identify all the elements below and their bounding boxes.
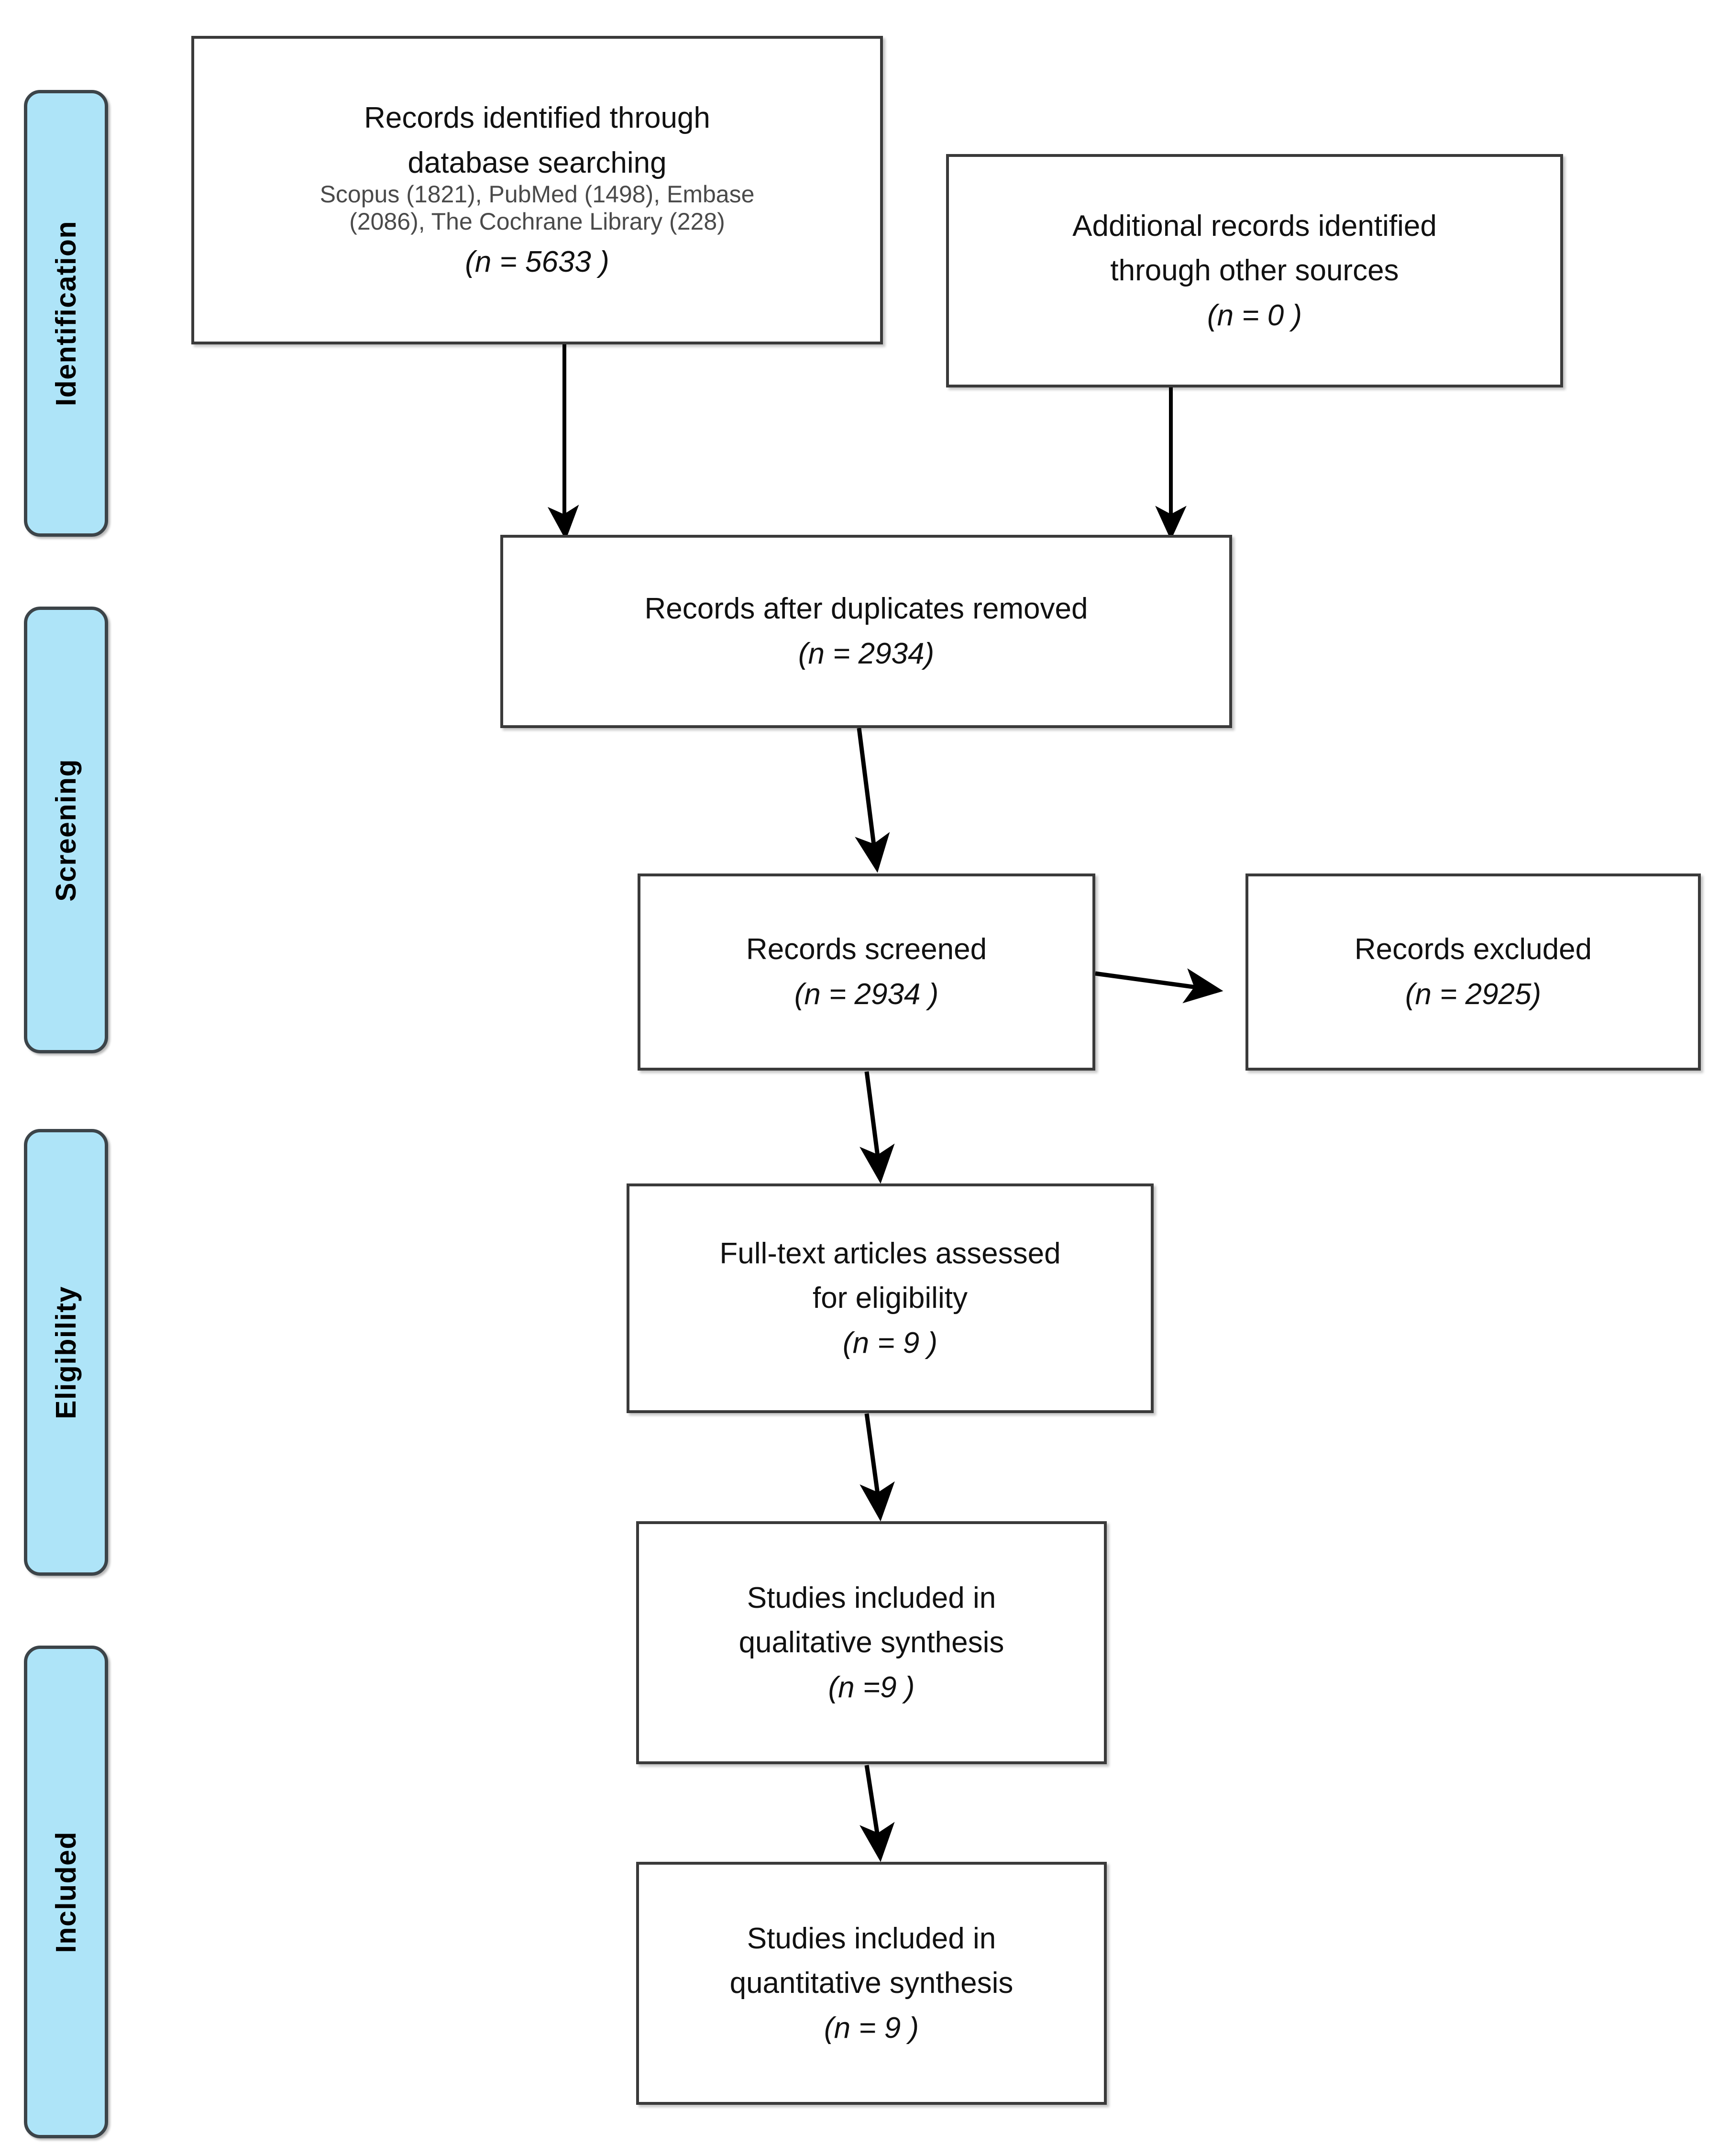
box-screened-line1: Records screened bbox=[746, 933, 987, 966]
box-records-identified-database: Records identified through database sear… bbox=[191, 36, 883, 344]
arrow-duplicates-to-screened bbox=[855, 728, 890, 873]
stage-label-eligibility: Eligibility bbox=[50, 1285, 82, 1419]
box-excluded-line1: Records excluded bbox=[1354, 933, 1592, 966]
arrow-screened-to-fulltext bbox=[860, 1071, 895, 1184]
box-identified-db-count: (n = 5633 ) bbox=[465, 245, 609, 279]
box-identified-db-detail2: (2086), The Cochrane Library (228) bbox=[349, 208, 725, 235]
box-duplicates-count: (n = 2934) bbox=[798, 637, 935, 670]
box-quantitative-count: (n = 9 ) bbox=[824, 2011, 919, 2045]
box-fulltext-assessed-eligibility: Full-text articles assessed for eligibil… bbox=[627, 1183, 1154, 1413]
box-fulltext-line2: for eligibility bbox=[813, 1282, 968, 1315]
box-duplicates-line1: Records after duplicates removed bbox=[644, 592, 1088, 626]
stage-label-identification: Identification bbox=[50, 220, 82, 407]
box-records-excluded: Records excluded (n = 2925) bbox=[1245, 873, 1701, 1071]
stage-pill-included: Included bbox=[24, 1646, 108, 2138]
box-quantitative-line2: quantitative synthesis bbox=[729, 1967, 1014, 2000]
stage-pill-eligibility: Eligibility bbox=[24, 1129, 108, 1576]
box-identified-db-detail1: Scopus (1821), PubMed (1498), Embase bbox=[320, 181, 755, 208]
arrow-fulltext-to-qualitative bbox=[860, 1413, 895, 1522]
box-fulltext-line1: Full-text articles assessed bbox=[719, 1237, 1061, 1270]
box-studies-qualitative-synthesis: Studies included in qualitative synthesi… bbox=[636, 1521, 1107, 1764]
arrow-qualitative-to-quantitative bbox=[860, 1765, 895, 1862]
arrow-screened-to-excluded bbox=[1095, 968, 1223, 1004]
stage-label-included: Included bbox=[50, 1831, 82, 1953]
box-qualitative-line2: qualitative synthesis bbox=[738, 1626, 1004, 1659]
box-additional-records-other-sources: Additional records identified through ot… bbox=[946, 154, 1563, 387]
box-records-after-duplicates-removed: Records after duplicates removed (n = 29… bbox=[500, 535, 1232, 728]
box-other-sources-line1: Additional records identified bbox=[1072, 209, 1437, 243]
box-identified-db-line1: Records identified through bbox=[364, 101, 710, 135]
stage-pill-screening: Screening bbox=[24, 607, 108, 1053]
arrow-identified-to-duplicates bbox=[547, 343, 579, 541]
box-screened-count: (n = 2934 ) bbox=[794, 978, 939, 1011]
box-qualitative-count: (n =9 ) bbox=[828, 1670, 915, 1704]
box-records-screened: Records screened (n = 2934 ) bbox=[638, 873, 1095, 1071]
box-other-sources-count: (n = 0 ) bbox=[1207, 299, 1302, 332]
box-identified-db-line2: database searching bbox=[408, 146, 667, 179]
box-qualitative-line1: Studies included in bbox=[747, 1581, 996, 1614]
box-other-sources-line2: through other sources bbox=[1110, 254, 1399, 287]
stage-pill-identification: Identification bbox=[24, 90, 108, 537]
stage-label-screening: Screening bbox=[50, 758, 82, 902]
box-quantitative-line1: Studies included in bbox=[747, 1922, 996, 1955]
box-fulltext-count: (n = 9 ) bbox=[842, 1326, 938, 1360]
box-excluded-count: (n = 2925) bbox=[1405, 978, 1542, 1011]
box-studies-quantitative-synthesis: Studies included in quantitative synthes… bbox=[636, 1862, 1107, 2105]
